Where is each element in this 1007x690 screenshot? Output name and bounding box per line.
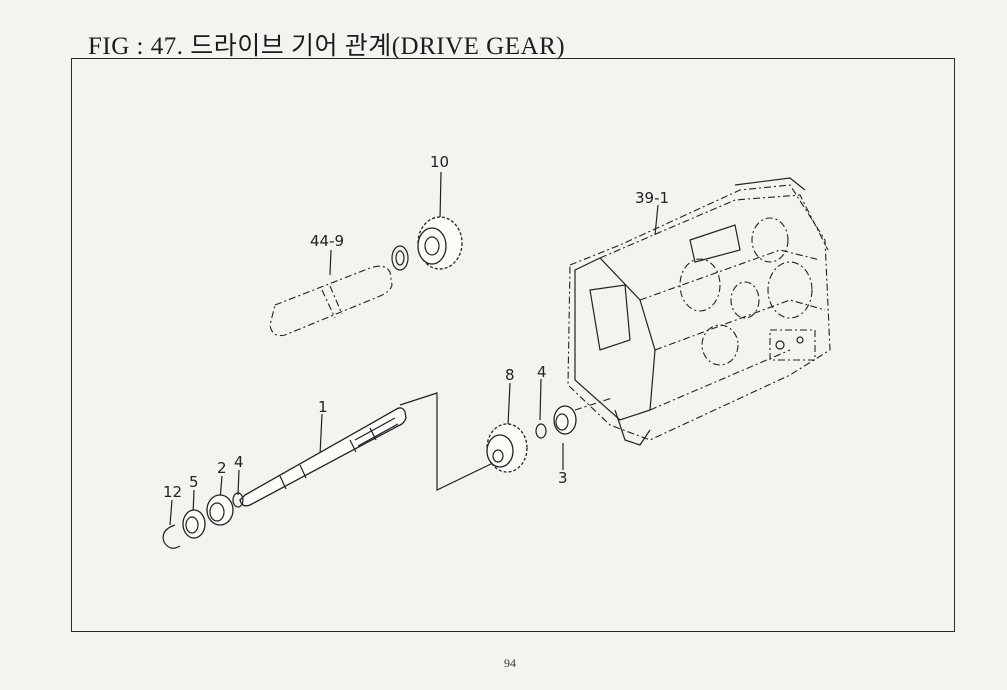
callout-39-1: 39-1 — [635, 189, 669, 207]
figure-title: FIG : 47. 드라이브 기어 관계(DRIVE GEAR) — [88, 33, 566, 60]
bearing-left-part — [206, 494, 234, 526]
diagram-frame — [71, 58, 955, 632]
callout-10: 10 — [430, 153, 449, 171]
transmission-case-part — [567, 177, 831, 446]
snap-ring-right-part — [535, 423, 547, 439]
callout-2: 2 — [217, 459, 227, 477]
page-number: 94 — [504, 656, 516, 670]
callout-4-left: 4 — [234, 453, 244, 471]
callout-1: 1 — [318, 398, 328, 416]
callout-12: 12 — [163, 483, 182, 501]
callout-3: 3 — [558, 469, 568, 487]
callout-44-9: 44-9 — [310, 232, 344, 250]
callout-4-right: 4 — [537, 363, 547, 381]
callout-5: 5 — [189, 473, 199, 491]
drive-shaft-part — [239, 407, 407, 507]
counter-gear-part — [417, 216, 463, 270]
snap-ring-left-part — [232, 492, 244, 508]
spacer-part — [182, 509, 206, 539]
retaining-ring-part — [162, 524, 181, 549]
bearing-right-part — [553, 405, 577, 435]
drive-gear-part — [486, 423, 528, 473]
callout-8: 8 — [505, 366, 515, 384]
counter-shaft-part — [269, 245, 409, 337]
leader-lines — [169, 171, 659, 526]
